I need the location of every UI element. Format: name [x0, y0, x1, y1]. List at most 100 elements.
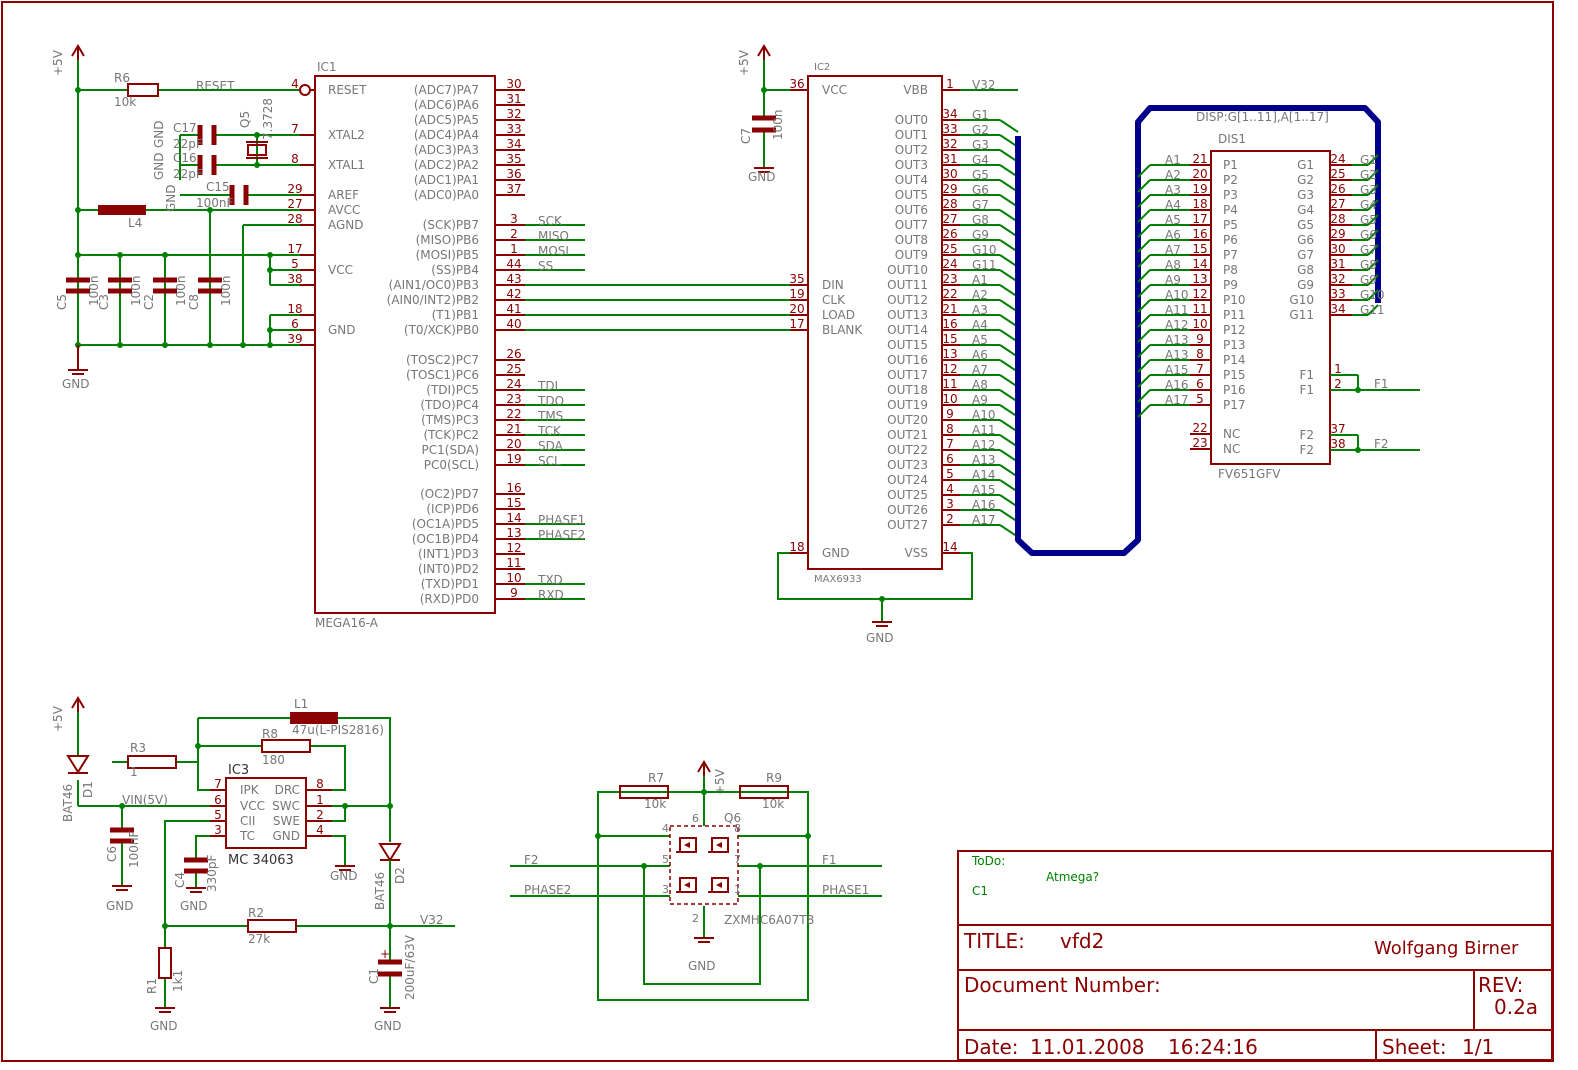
ic1-right-pin-name: (OC1A)PD5: [412, 517, 479, 531]
resistor-r2: [247, 919, 297, 933]
d2-name: D2: [393, 867, 407, 884]
vcc-arrow-icon: [757, 44, 771, 60]
ic1-left-pin-name: XTAL1: [328, 158, 365, 172]
ic1-right-pin-name: PC1(SDA): [422, 443, 479, 457]
dis1-right-pin-name: G6: [1297, 233, 1314, 247]
crystal-q5: [247, 144, 267, 156]
ic2-net-label: A7: [972, 363, 988, 377]
r2-value: 27k: [248, 932, 270, 946]
r9-value: 10k: [762, 797, 784, 811]
ic2-right-pin-name: OUT27: [887, 518, 928, 532]
dis1-left-pin-name: P2: [1223, 173, 1238, 187]
r7-value: 10k: [644, 797, 666, 811]
c6-name: C6: [105, 846, 119, 862]
ic1-right-pin-name: (TDO)PC4: [420, 398, 479, 412]
dis1-net-label: A8: [1165, 258, 1181, 272]
dis1-right-pin-number: 26: [1330, 182, 1345, 196]
dis1-net-label: A13: [1165, 333, 1188, 347]
ic1-net-label: TDI: [537, 379, 558, 393]
ground-icon: [380, 1007, 400, 1013]
ic2-right-pin-name: OUT11: [887, 278, 928, 292]
dis1-net-label: A17: [1165, 393, 1188, 407]
ic2-net-label: A16: [972, 498, 995, 512]
d1-name: D1: [81, 781, 95, 798]
mosfet-icon: [679, 837, 697, 853]
ic2-left-pin-name: CLK: [822, 293, 846, 307]
cap-value: 100n: [129, 275, 143, 306]
diode-d1: [66, 755, 90, 774]
ic2-right-pin-number: 15: [942, 332, 957, 346]
dis1-net-label: G11: [1360, 303, 1385, 317]
ic1-right-pin-name: (OC2)PD7: [420, 487, 479, 501]
ic2-right-pin-name: OUT7: [895, 218, 928, 232]
ic1-right-pin-number: 15: [506, 496, 521, 510]
ic2-net-label: A9: [972, 393, 988, 407]
dis1-left-pin-name: P17: [1223, 398, 1246, 412]
ic2-right-pin-number: 34: [942, 107, 957, 121]
ic2-right-pin-name: OUT16: [887, 353, 928, 367]
ic1-right-pin-name: (ADC2)PA2: [414, 158, 479, 172]
c16-value: 22pF: [173, 167, 203, 181]
ic3-right-pin-number: 1: [316, 793, 324, 807]
ic1-right-pin-number: 44: [506, 257, 521, 271]
resistor-r6: [127, 83, 159, 97]
dis1-right-pin-number: 29: [1330, 227, 1345, 241]
ic2-left-pin-name: LOAD: [822, 308, 855, 322]
ic2-net-label: G7: [972, 198, 989, 212]
ic1-net-label: RXD: [538, 588, 564, 602]
ic2-right-pin-number: 7: [946, 437, 954, 451]
ic1-right-pin-name: (TXD)PD1: [421, 577, 479, 591]
dis1-right-pin-name: G3: [1297, 188, 1314, 202]
ic1-right-pin-name: PC0(SCL): [424, 458, 479, 472]
ic1-net-label: SCK: [538, 214, 563, 228]
ic3-right-pin-name: SWC: [272, 799, 300, 813]
ic1-left-pin-number: 29: [287, 182, 302, 196]
ic2-right-pin-name: OUT12: [887, 293, 928, 307]
ic1-right-pin-name: (ADC6)PA6: [414, 98, 479, 112]
v32-label: V32: [420, 913, 443, 927]
ic1-right-pin-name: (MISO)PB6: [416, 233, 479, 247]
ic1-right-pin-number: 14: [506, 511, 521, 525]
c7-name: C7: [739, 128, 753, 144]
ic3-right-pin-number: 2: [316, 808, 324, 822]
ic2-net-label: A5: [972, 333, 988, 347]
ic2-right-pin-number: 11: [942, 377, 957, 391]
dis1-left-pin-number: 9: [1196, 332, 1204, 346]
ic1-right-pin-number: 20: [506, 437, 521, 451]
date-label: Date:: [964, 1035, 1019, 1059]
dis1-net-label: A3: [1165, 183, 1181, 197]
gnd-label-2: GND: [748, 170, 776, 184]
r6-value: 10k: [114, 95, 136, 109]
mosfet-icon: [679, 877, 697, 893]
ic2-right-pin-number: 23: [942, 272, 957, 286]
q6-pin-6: 6: [692, 812, 699, 825]
dis1-bus-entry: [1137, 284, 1151, 298]
dis1-left-pin-name: NC: [1223, 442, 1240, 456]
ic1-right-pin-number: 40: [506, 317, 521, 331]
dis1-bus-entry: [1367, 289, 1379, 301]
ic2-left-pin-name: GND: [822, 546, 850, 560]
resistor-r9: [739, 785, 789, 799]
q6-name: Q6: [724, 811, 741, 825]
dis1-left-pin-number: 23: [1192, 436, 1207, 450]
ic1-left-pin-number: 17: [287, 242, 302, 256]
dis1-bus-entry: [1137, 299, 1151, 313]
ic2-net-label: G10: [972, 243, 997, 257]
dis1-bus-entry: [1137, 389, 1151, 403]
ic2-right-pin-name: OUT18: [887, 383, 928, 397]
dis1-right-pin-number: 1: [1334, 362, 1342, 376]
ic1-net-label: MISO: [538, 229, 569, 243]
ic2-left-pin-number: 35: [789, 272, 804, 286]
c4-value: 330pF: [205, 854, 219, 892]
ic1-support-circuit: +5V R6 10k L4 C17 22pF C16 22pF GND GND …: [51, 44, 311, 391]
dis1-net-label: G5: [1360, 213, 1377, 227]
ic1-left-pin-name: VCC: [328, 263, 353, 277]
dis1-net-label: G9: [1360, 273, 1377, 287]
ic1-right-pin-number: 43: [506, 272, 521, 286]
c15-value: 100nF: [196, 196, 234, 210]
ic2-net-label: A4: [972, 318, 988, 332]
ic1-right-pin-name: (ADC4)PA4: [414, 128, 479, 142]
rev-value: 0.2a: [1494, 995, 1538, 1019]
ic1-right-pin-name: (ADC1)PA1: [414, 173, 479, 187]
